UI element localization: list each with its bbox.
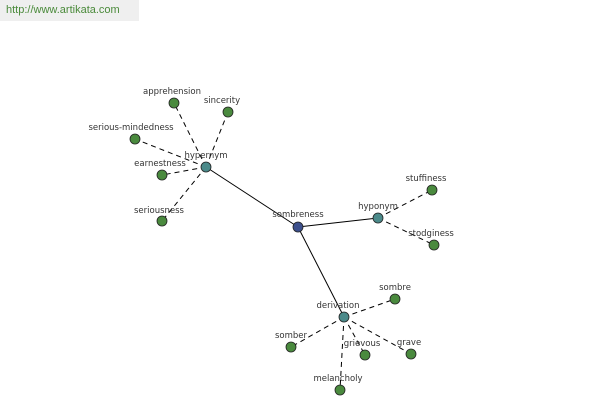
edge-derivation-sombre <box>343 298 396 318</box>
edge-derivation-grave <box>343 316 412 355</box>
node-earnestness[interactable] <box>156 169 168 181</box>
node-melancholy[interactable] <box>334 384 346 396</box>
edge-derivation-grievous <box>343 316 366 356</box>
node-stodginess[interactable] <box>428 239 440 251</box>
edge-hypernym-seriousness <box>161 166 207 222</box>
node-derivation[interactable] <box>338 311 350 323</box>
label-sincerity[interactable]: sincerity <box>204 96 240 106</box>
edge-hypernym-sincerity <box>205 111 229 168</box>
node-sombreness[interactable] <box>292 221 304 233</box>
label-sombre[interactable]: sombre <box>379 283 411 293</box>
label-derivation[interactable]: derivation <box>316 301 359 311</box>
graph-edges <box>134 102 435 391</box>
node-grievous[interactable] <box>359 349 371 361</box>
node-hypernym[interactable] <box>200 161 212 173</box>
node-sincerity[interactable] <box>222 106 234 118</box>
label-serious-mindedness[interactable]: serious-mindedness <box>88 123 174 133</box>
edge-sombreness-hyponym <box>297 217 379 228</box>
label-somber[interactable]: somber <box>275 331 308 341</box>
label-earnestness[interactable]: earnestness <box>134 159 186 169</box>
label-hyponym[interactable]: hyponym <box>358 202 398 212</box>
edge-hypernym-apprehension <box>173 102 207 168</box>
edge-sombreness-derivation <box>297 226 345 318</box>
node-apprehension[interactable] <box>168 97 180 109</box>
edge-sombreness-hypernym <box>205 166 299 228</box>
label-sombreness[interactable]: sombreness <box>272 210 324 220</box>
edge-hyponym-stodginess <box>377 217 435 246</box>
edge-derivation-somber <box>290 316 345 348</box>
edge-derivation-melancholy <box>339 316 345 391</box>
node-serious-mindedness[interactable] <box>129 133 141 145</box>
label-stuffiness[interactable]: stuffiness <box>406 174 447 184</box>
node-sombre[interactable] <box>389 293 401 305</box>
label-apprehension[interactable]: apprehension <box>143 87 201 97</box>
edge-hypernym-earnestness <box>161 166 207 176</box>
label-melancholy[interactable]: melancholy <box>313 374 362 384</box>
label-grave[interactable]: grave <box>397 338 421 348</box>
node-seriousness[interactable] <box>156 215 168 227</box>
node-stuffiness[interactable] <box>426 184 438 196</box>
label-grievous[interactable]: grievous <box>344 339 381 349</box>
label-stodginess[interactable]: stodginess <box>408 229 454 239</box>
site-url-banner[interactable]: http://www.artikata.com <box>0 0 139 21</box>
label-hypernym[interactable]: hypernym <box>184 151 227 161</box>
label-seriousness[interactable]: seriousness <box>134 206 185 216</box>
node-hyponym[interactable] <box>372 212 384 224</box>
graph-nodes <box>129 97 440 396</box>
edge-hypernym-serious-mindedness <box>134 138 207 168</box>
edge-hyponym-stuffiness <box>377 189 433 219</box>
node-somber[interactable] <box>285 341 297 353</box>
node-grave[interactable] <box>405 348 417 360</box>
